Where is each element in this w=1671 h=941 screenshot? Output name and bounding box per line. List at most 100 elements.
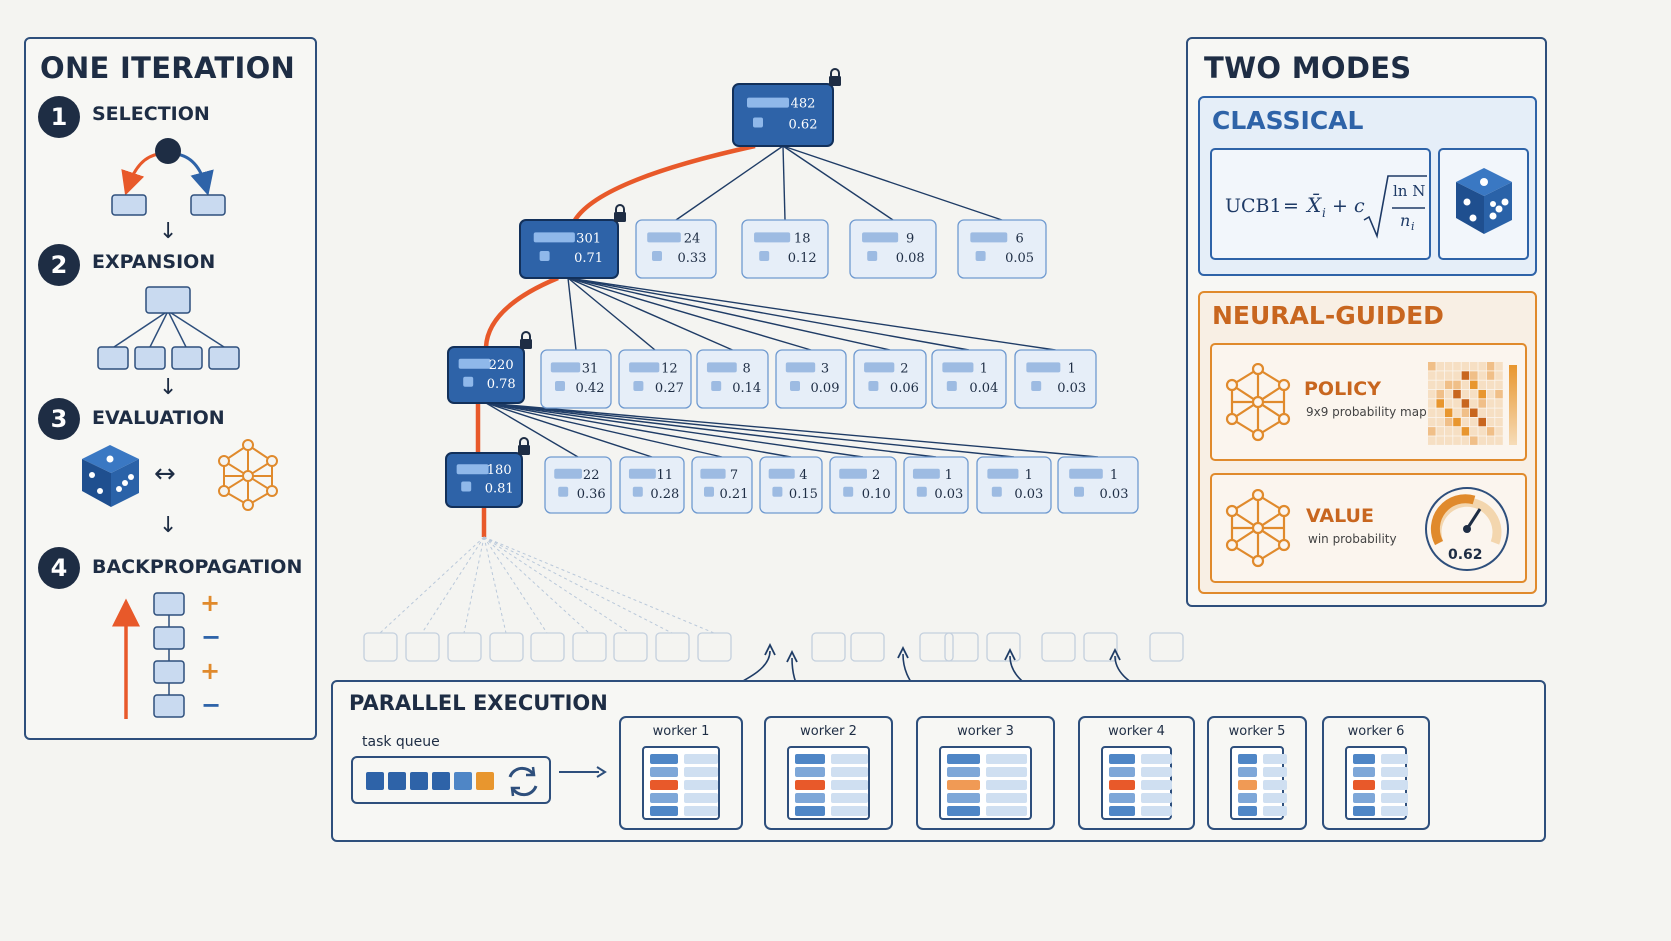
node-value: 0.09 — [811, 381, 840, 396]
worker-row-cell — [650, 806, 678, 816]
node-visits: 18 — [794, 231, 811, 246]
value-bar — [558, 486, 569, 497]
ghost-edge — [483, 536, 507, 634]
heatmap-cell — [1444, 380, 1453, 390]
heatmap-cell — [1453, 380, 1461, 390]
worker-row-cell — [947, 793, 980, 803]
task-queue — [351, 756, 551, 804]
value-subtitle: win probability — [1308, 532, 1397, 546]
backprop-sign-1: + — [200, 589, 221, 617]
ghost-node — [405, 632, 440, 662]
policy-title: POLICY — [1304, 378, 1381, 400]
worker-row-cell — [1109, 780, 1135, 790]
visit-bar — [942, 362, 974, 373]
worker-table — [1230, 746, 1287, 820]
value-bar — [916, 486, 927, 497]
visit-bar — [550, 362, 581, 373]
tree-node-level1: 180.12 — [741, 219, 829, 279]
formula-xbar: X̄ — [1307, 193, 1322, 217]
neural-net-icon — [1225, 363, 1291, 442]
ghost-edge — [483, 536, 673, 634]
gauge-value: 0.62 — [1448, 547, 1483, 563]
tree-edge — [567, 277, 733, 351]
worker-row-cell — [1381, 806, 1408, 816]
heatmap-cell — [1495, 408, 1503, 417]
worker-row-cell — [1381, 780, 1408, 790]
worker-table — [1345, 746, 1408, 820]
ghost-node — [489, 632, 524, 662]
worker-table — [1101, 746, 1172, 820]
node-value: 0.14 — [732, 381, 761, 396]
worker-row-cell — [795, 780, 825, 790]
node-value: 0.15 — [789, 487, 818, 502]
heatmap-cell — [1436, 389, 1444, 399]
visit-bar — [1069, 468, 1103, 479]
tree-edge — [567, 277, 970, 351]
visit-bar — [839, 468, 867, 479]
worker-label: worker 4 — [1108, 724, 1165, 739]
tree-edge — [485, 402, 864, 458]
heatmap-cell — [1436, 427, 1444, 436]
heatmap-cell — [1486, 417, 1495, 427]
worker-row-cell — [1238, 793, 1257, 803]
policy-subtitle: 9x9 probability map — [1306, 405, 1427, 419]
tree-edge — [485, 402, 937, 458]
node-visits: 220 — [489, 358, 514, 373]
arrow-head — [786, 649, 798, 663]
step-1-number: 1 — [38, 96, 80, 138]
heatmap-cell — [1453, 436, 1461, 445]
ghost-node — [944, 632, 979, 662]
tree-edge — [782, 145, 1003, 221]
heatmap-cell — [1495, 371, 1503, 380]
worker-row-cell — [831, 806, 868, 816]
tree-node-level3: 220.36 — [544, 456, 612, 514]
node-visits: 12 — [661, 361, 678, 376]
node-box — [853, 349, 927, 409]
heatmap-cell — [1453, 399, 1461, 408]
worker-row-cell — [947, 767, 980, 777]
value-bar — [711, 380, 722, 391]
node-visits: 31 — [582, 361, 599, 376]
visit-bar — [864, 362, 895, 373]
ghost-node — [572, 632, 607, 662]
heatmap-cell — [1486, 362, 1495, 371]
tree-node-level3: 70.21 — [691, 456, 753, 514]
heatmap-cell — [1453, 389, 1461, 399]
tree-edge — [567, 277, 891, 351]
heatmap-cell — [1495, 417, 1503, 427]
neural-title: NEURAL-GUIDED — [1212, 301, 1444, 330]
worker-row-cell — [986, 754, 1027, 764]
node-visits: 482 — [791, 97, 816, 112]
policy-box: POLICY 9x9 probability map — [1210, 343, 1527, 461]
worker-row-cell — [1238, 806, 1257, 816]
ghost-node — [1041, 632, 1076, 662]
tree-edge — [567, 277, 812, 351]
node-value: 0.12 — [788, 251, 817, 266]
heatmap-cell — [1478, 380, 1486, 390]
visit-bar — [912, 468, 940, 479]
heatmap-cell — [1461, 389, 1470, 399]
tree-edge — [485, 402, 723, 458]
heatmap-cell — [1495, 389, 1503, 399]
policy-heatmap — [1428, 362, 1503, 445]
heatmap-cell — [1436, 362, 1444, 371]
heatmap-cell — [1470, 436, 1478, 445]
heatmap-cell — [1436, 408, 1444, 417]
tree-edge — [485, 402, 1015, 458]
worker-row-cell — [795, 793, 825, 803]
worker-label: worker 1 — [652, 724, 710, 739]
worker-card: worker 4 — [1078, 716, 1195, 830]
worker-row-cell — [831, 754, 868, 764]
tree-nodes: 4820.623010.71240.33180.1290.0860.052200… — [445, 68, 1139, 514]
node-value: 0.03 — [934, 487, 963, 502]
ghost-edge — [379, 536, 485, 634]
heatmap-cell — [1486, 371, 1495, 380]
value-bar — [772, 486, 783, 497]
worker-row-cell — [1381, 793, 1408, 803]
heatmap-cell — [1495, 380, 1503, 390]
heatmap-cell — [1470, 417, 1478, 427]
visit-bar — [554, 468, 582, 479]
gauge-icon — [1425, 487, 1509, 571]
step-3-number: 3 — [38, 398, 80, 440]
worker-row-cell — [1141, 767, 1172, 777]
